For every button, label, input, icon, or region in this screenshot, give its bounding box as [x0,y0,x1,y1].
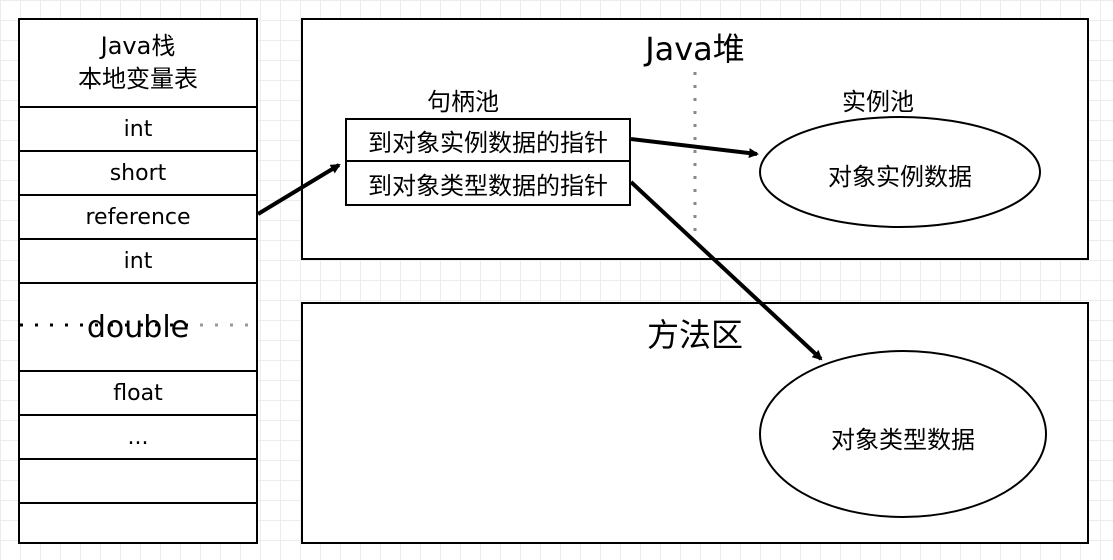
pointer-to-instance-data: 到对象实例数据的指针 [345,118,631,162]
stack-row-double: double [20,284,256,372]
stack-row-reference: reference [20,196,256,240]
stack-header: Java栈 本地变量表 [20,20,256,108]
type-data-label: 对象类型数据 [831,426,975,454]
stack-row-float: float [20,372,256,416]
stack-row-int-2: int [20,240,256,284]
stack-row-short: short [20,152,256,196]
java-stack-table: Java栈 本地变量表 int short reference int doub… [18,18,258,544]
stack-row-label: short [109,160,167,186]
stack-row-label: float [113,380,163,406]
pointer-to-instance-label: 到对象实例数据的指针 [368,128,608,157]
method-area-title: 方法区 [646,316,743,354]
stack-row-label: reference [85,204,191,230]
stack-row-label: double [86,309,190,345]
stack-header-title: Java栈 [100,32,176,60]
instance-data-label: 对象实例数据 [828,163,972,191]
pointer-to-type-label: 到对象类型数据的指针 [368,171,608,200]
stack-row-ellipsis: ... [20,416,256,460]
stack-header-subtitle: 本地变量表 [78,65,198,93]
instance-pool-label: 实例池 [842,88,914,116]
stack-row-label: int [123,248,153,274]
handle-pool-label: 句柄池 [427,88,499,116]
stack-row-int: int [20,108,256,152]
stack-row-label: ... [127,424,149,450]
stack-row-empty [20,504,256,542]
stack-row-label: int [123,116,153,142]
java-heap-title: Java堆 [645,30,745,68]
stack-row-empty [20,460,256,504]
pointer-to-type-data: 到对象类型数据的指针 [345,160,631,206]
